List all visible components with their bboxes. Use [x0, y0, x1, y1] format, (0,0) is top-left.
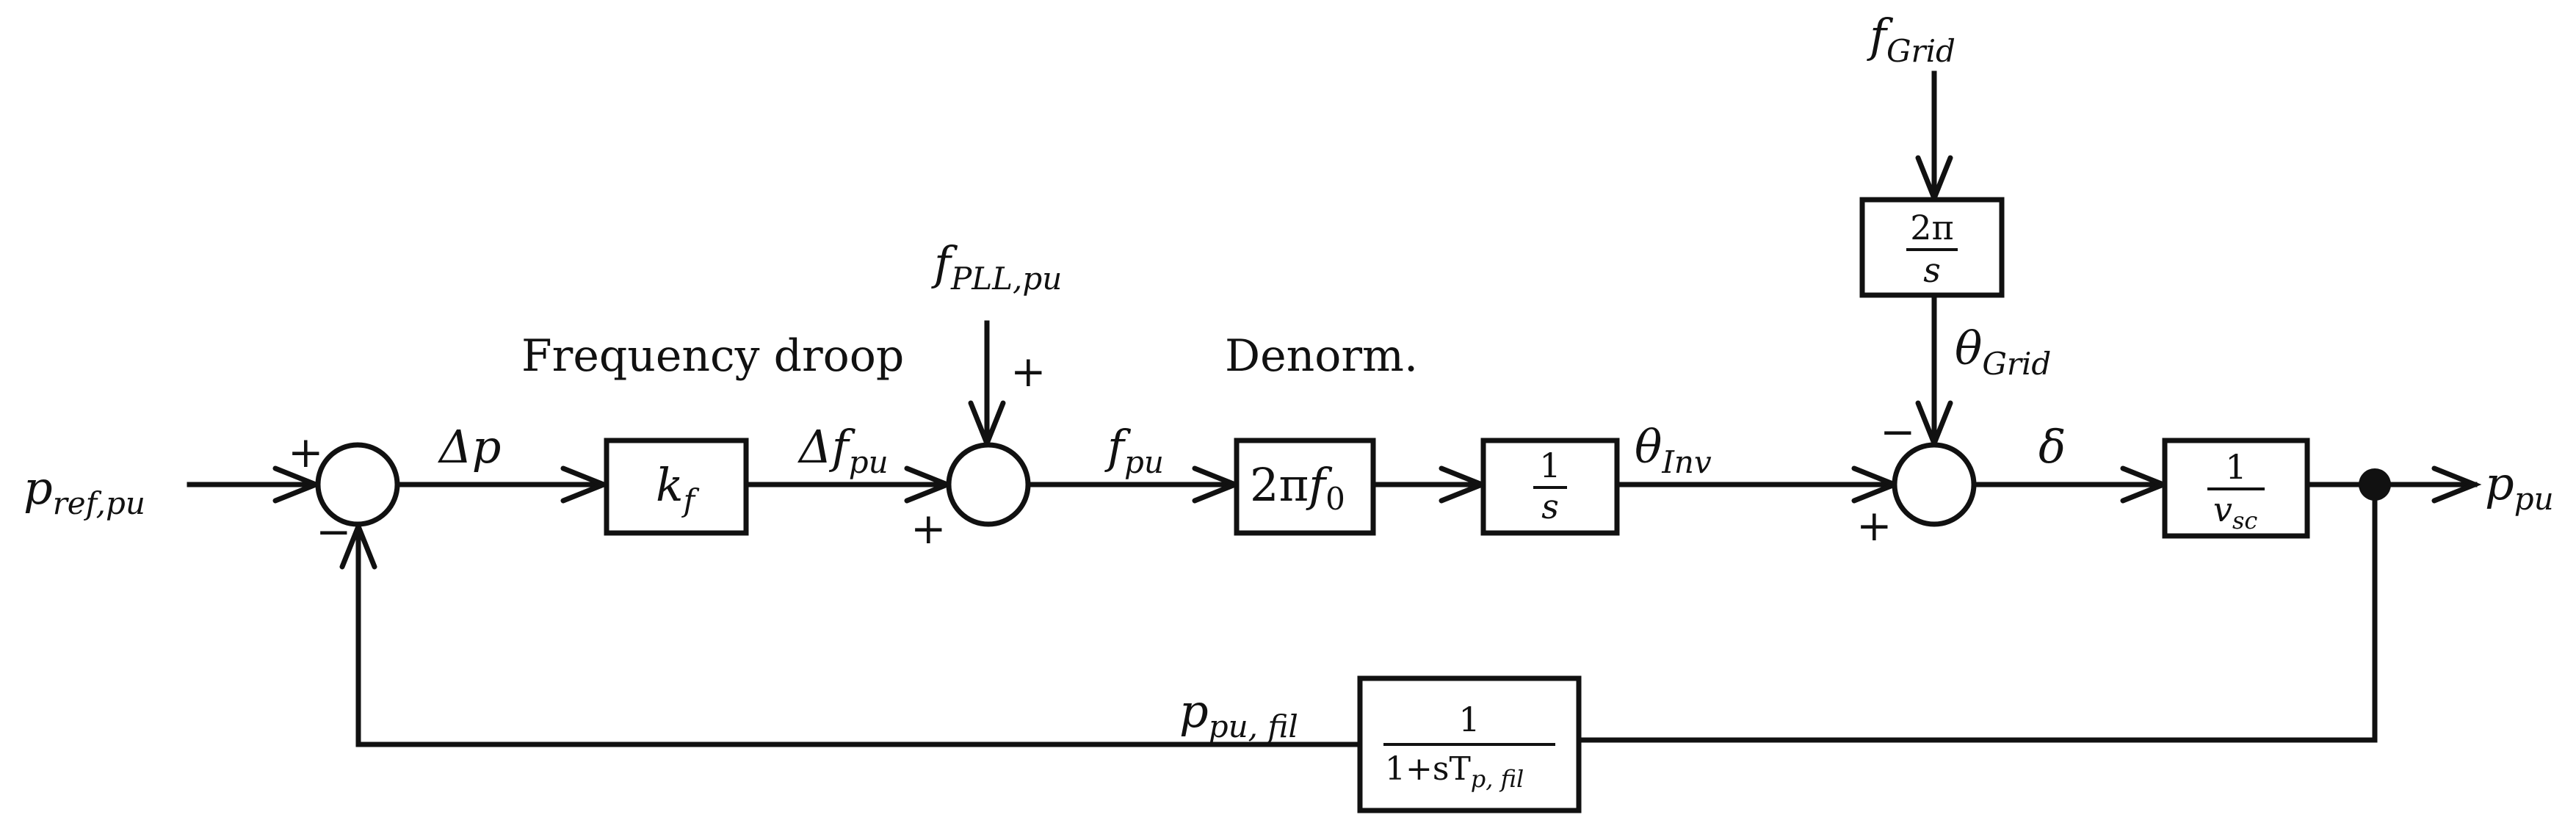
fgrid-label: fGrid: [1867, 9, 1955, 69]
integrator-numerator: 1: [1539, 446, 1560, 485]
arrowhead-output: [2431, 465, 2482, 504]
arrowhead-kf-input: [560, 465, 611, 504]
theta-grid-label: θGrid: [1955, 322, 2051, 382]
wire-feedback-left: [355, 526, 1363, 747]
sum2-sign-bottom: +: [911, 504, 947, 554]
droop-title: Frequency droop: [521, 330, 904, 382]
2pif0-label: 2πf0: [1250, 458, 1345, 517]
delta-fpu-label: Δfpu: [797, 420, 889, 480]
vsc-numerator: 1: [2225, 447, 2246, 487]
input-label: pref,pu: [23, 461, 145, 521]
sum1-sign-bottom: −: [316, 507, 352, 556]
delta-p-label: Δp: [438, 420, 501, 474]
grid-block-numerator: 2π: [1910, 208, 1954, 247]
takeoff-dot: [2359, 468, 2391, 501]
denorm-title: Denorm.: [1225, 330, 1418, 382]
integrator-denominator: s: [1541, 487, 1559, 526]
wire-feedback-right: [1576, 482, 2378, 743]
vsc-denominator: vsc: [2213, 490, 2257, 534]
sum3-sign-top: −: [1880, 407, 1916, 457]
sum3-sign-bottom: +: [1856, 501, 1892, 551]
grid-block-denominator: s: [1923, 250, 1941, 290]
2pif0-block: [1234, 438, 1376, 536]
output-label: ppu: [2485, 457, 2554, 517]
kf-block: [604, 438, 749, 536]
delta-label: δ: [2038, 420, 2066, 474]
grid-integrator-block: [1859, 197, 2005, 298]
fpu-label: fpu: [1104, 420, 1164, 480]
sum-junction-2: [946, 442, 1031, 527]
filter-denominator: 1+sTp, fil: [1385, 750, 1524, 793]
sum1-sign-top: +: [288, 427, 324, 477]
feedback-label: ppu, fil: [1179, 684, 1298, 744]
sum-junction-3: [1892, 442, 1977, 527]
sum-junction-1: [315, 442, 400, 527]
sum2-sign-top: +: [1010, 347, 1046, 396]
filter-numerator: 1: [1458, 700, 1480, 739]
theta-inv-label: θInv: [1635, 420, 1712, 480]
fpll-label: fPLL,pu: [931, 236, 1062, 297]
